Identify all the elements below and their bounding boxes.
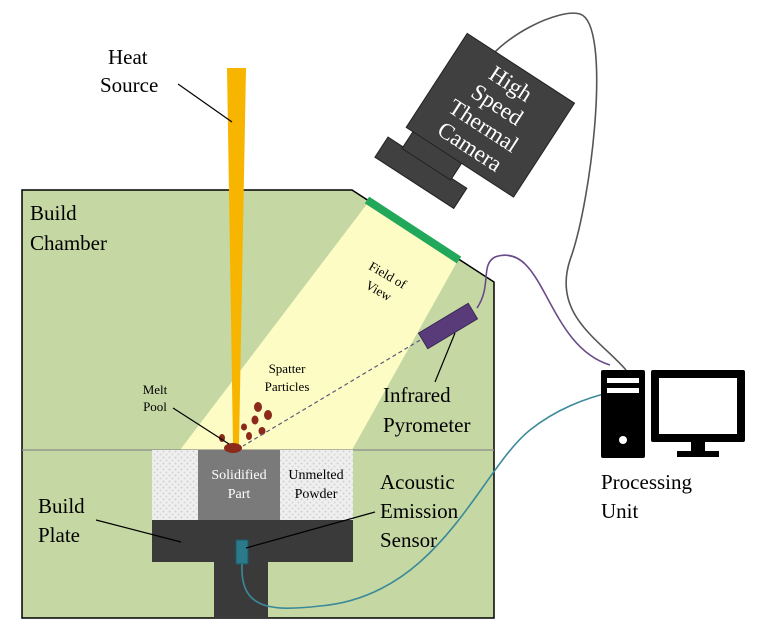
spatter-particle bbox=[258, 427, 266, 435]
field-of-view-cone bbox=[180, 200, 458, 450]
build-plate bbox=[152, 520, 353, 618]
processing-unit-monitor bbox=[651, 370, 745, 457]
camera-body bbox=[405, 32, 576, 198]
spatter-particle bbox=[241, 423, 247, 431]
pyrometer-leader bbox=[434, 332, 456, 383]
spatter-particles-label-2: Particles bbox=[265, 379, 310, 394]
build-chamber-label-2: Chamber bbox=[30, 231, 107, 255]
infrared-pyrometer-label-2: Pyrometer bbox=[383, 413, 470, 437]
build-plate-label-2: Plate bbox=[38, 523, 80, 547]
melt-pool-leader bbox=[172, 407, 230, 445]
solidified-part-label-1: Solidified bbox=[211, 468, 266, 483]
melt-pool-label-2: Pool bbox=[143, 399, 167, 414]
spatter-particles-label-1: Spatter bbox=[269, 361, 306, 376]
spatter-particle bbox=[246, 432, 252, 440]
spatter-particle bbox=[264, 410, 272, 420]
melt-pool-label-1: Melt bbox=[143, 382, 168, 397]
acoustic-sensor-cable bbox=[241, 391, 613, 609]
unmelted-powder-label-1: Unmelted bbox=[288, 468, 343, 483]
unmelted-powder-right bbox=[280, 450, 353, 520]
infrared-pyrometer bbox=[417, 302, 479, 350]
heat-source-label-2: Source bbox=[100, 73, 158, 97]
acoustic-sensor-label-1: Acoustic bbox=[380, 470, 455, 494]
processing-unit-label-2: Unit bbox=[601, 499, 639, 523]
acoustic-sensor-leader bbox=[245, 511, 376, 549]
acoustic-sensor-label-3: Sensor bbox=[380, 528, 437, 552]
camera-window bbox=[364, 196, 462, 264]
heat-source-leader bbox=[177, 83, 233, 123]
camera-cable bbox=[477, 12, 627, 371]
solidified-part bbox=[198, 450, 280, 520]
heat-source-beam bbox=[227, 68, 246, 446]
processing-unit-tower bbox=[601, 370, 645, 458]
acoustic-sensor-label-2: Emission bbox=[380, 499, 459, 523]
spatter-particles bbox=[219, 402, 272, 442]
acoustic-emission-sensor bbox=[235, 539, 249, 565]
heat-source-label-1: Heat bbox=[108, 45, 148, 69]
pyrometer-cable bbox=[476, 254, 611, 366]
unmelted-powder-label-2: Powder bbox=[295, 487, 338, 502]
build-plate-label-1: Build bbox=[38, 494, 85, 518]
melt-pool bbox=[224, 443, 242, 453]
spatter-particle bbox=[254, 402, 262, 412]
unmelted-powder-left bbox=[152, 450, 198, 520]
solidified-part-label-2: Part bbox=[228, 487, 251, 502]
build-chamber-label-1: Build bbox=[30, 201, 77, 225]
build-plate-leader bbox=[95, 519, 182, 543]
infrared-pyrometer-label-1: Infrared bbox=[383, 383, 451, 407]
pyrometer-line-of-sight bbox=[242, 332, 433, 447]
spatter-particle bbox=[251, 415, 259, 425]
processing-unit-label-1: Processing bbox=[601, 470, 692, 494]
high-speed-thermal-camera: High Speed Thermal Camera bbox=[374, 32, 576, 210]
